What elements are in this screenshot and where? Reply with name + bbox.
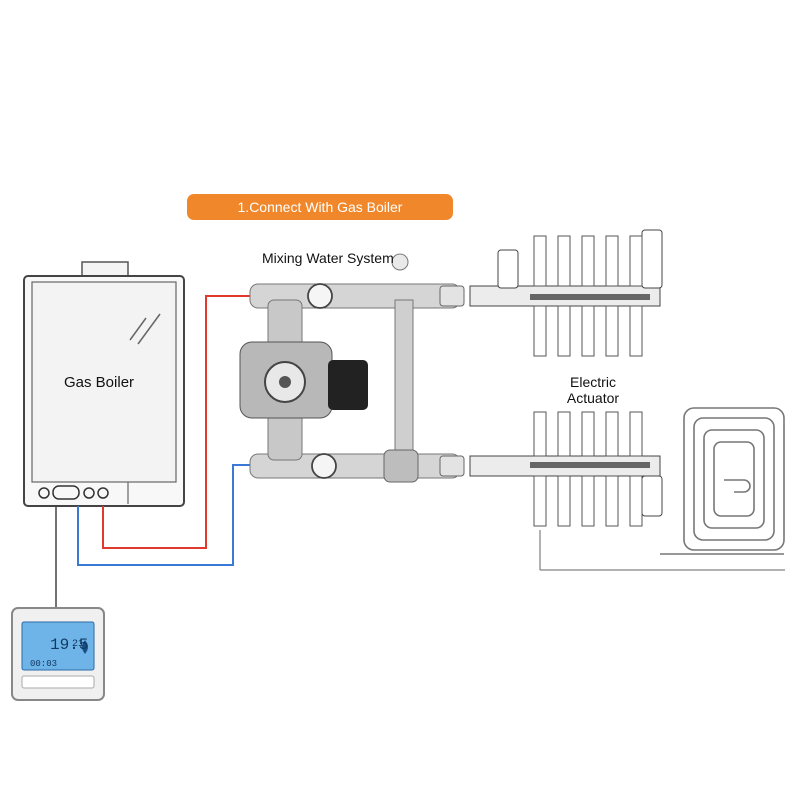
flame-icon: [82, 640, 88, 654]
manifold: [469, 229, 785, 571]
thermostat-setpoint: 21: [72, 639, 84, 650]
underfloor-heating-coil: [660, 407, 785, 555]
mixing-water-system-label: Mixing Water System: [262, 250, 394, 266]
supply-pipe: [102, 295, 250, 549]
gas-boiler: [23, 261, 185, 507]
electric-actuator-line-2: Actuator: [566, 390, 620, 406]
thermostat-time: 00:03: [30, 659, 57, 669]
electric-actuator-line-1: Electric: [570, 374, 616, 390]
connect-with-gas-boiler-banner: 1.Connect With Gas Boiler: [187, 194, 453, 220]
boiler-knob: [38, 487, 50, 499]
electric-actuator-label: Electric Actuator: [560, 374, 626, 406]
boiler-display: [52, 485, 80, 500]
thermostat-temperature: 19.5: [50, 636, 88, 654]
room-thermostat: 19.5 21 00:03: [11, 607, 105, 701]
gauge-icon: [307, 283, 333, 309]
pump-motor: [328, 360, 368, 410]
mixing-valve-pump: [239, 253, 465, 483]
gauge-icon: [311, 453, 337, 479]
return-pipe: [77, 464, 250, 566]
gas-boiler-label: Gas Boiler: [64, 374, 135, 391]
